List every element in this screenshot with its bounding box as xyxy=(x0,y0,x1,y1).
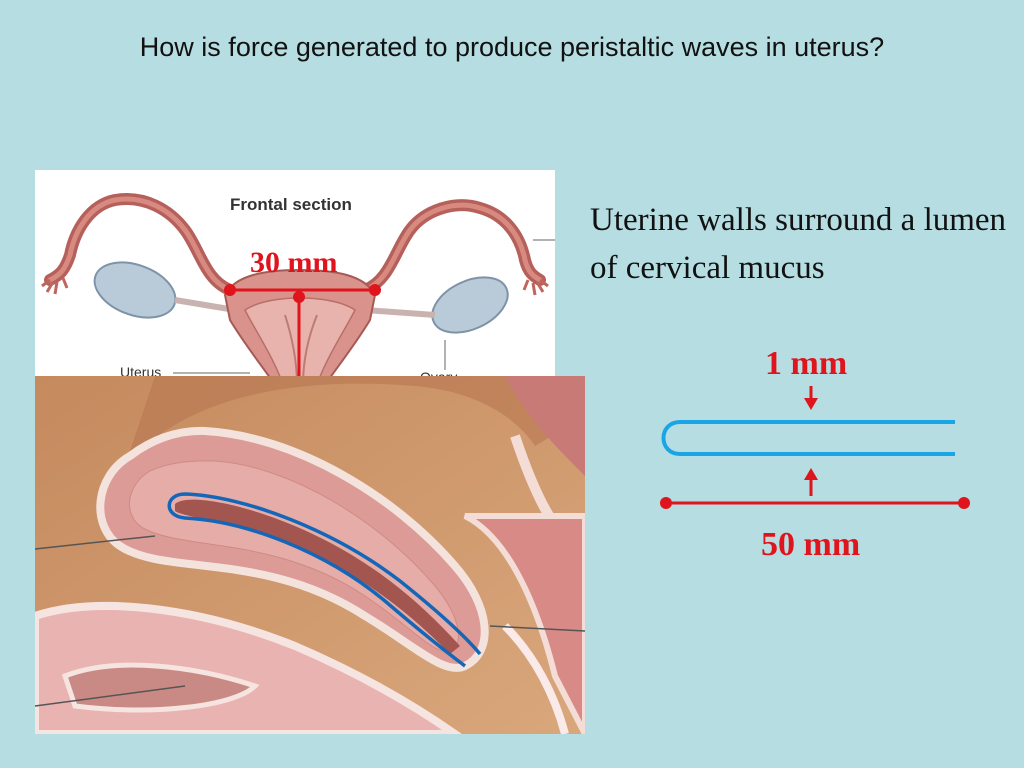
width-measure-left-dot xyxy=(224,284,236,296)
cavity-outline xyxy=(167,492,482,668)
left-ovary xyxy=(93,261,177,319)
slide-title: How is force generated to produce perist… xyxy=(139,32,885,62)
length-measure-left-dot xyxy=(660,497,672,509)
lumen-outline xyxy=(661,420,955,456)
width-measure-right-dot xyxy=(369,284,381,296)
height-measure-top-dot xyxy=(293,291,305,303)
thickness-label: 1 mm xyxy=(765,345,847,382)
length-label: 50 mm xyxy=(761,526,860,563)
sagittal-section-illustration xyxy=(35,376,585,734)
length-measure-right-dot xyxy=(958,497,970,509)
frontal-section-illustration: Frontal section 30 mm Uterus Ovary xyxy=(35,170,555,385)
frontal-measure-label: 30 mm xyxy=(250,246,337,279)
lumen-schematic: 1 mm 50 mm xyxy=(640,330,1000,570)
frontal-section-heading: Frontal section xyxy=(230,195,352,214)
uterine-lumen xyxy=(175,499,460,654)
body-text: Uterine walls surround a lumen of cervic… xyxy=(590,202,1007,286)
right-ovary xyxy=(431,276,509,334)
right-fallopian-tube xyxy=(359,199,546,296)
